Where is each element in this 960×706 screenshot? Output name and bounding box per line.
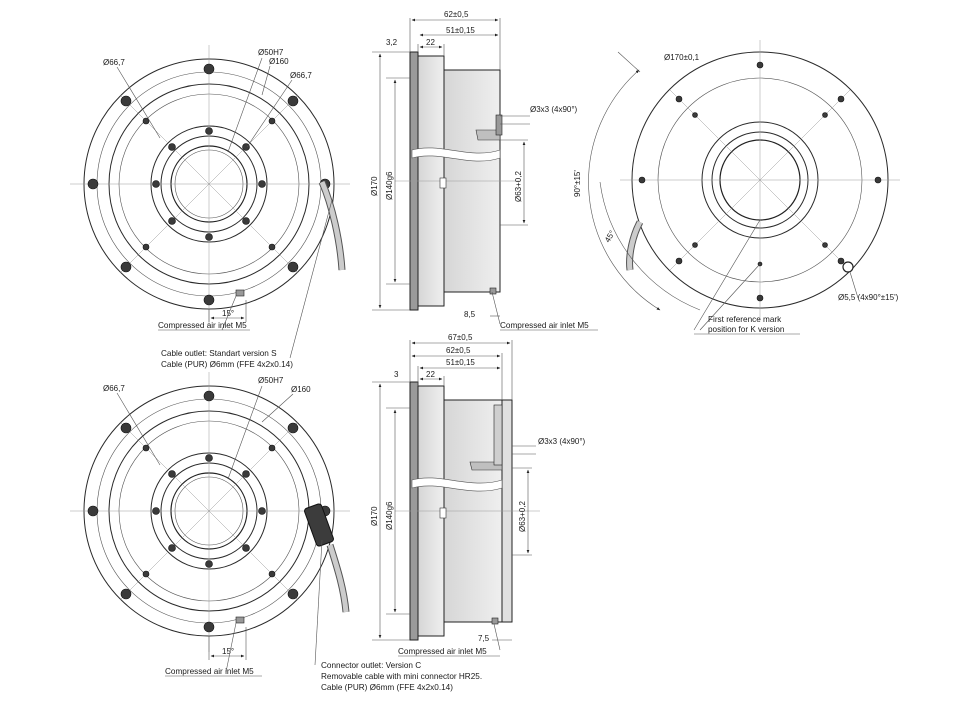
bottom-d50h7-label: Ø50H7 <box>258 376 284 385</box>
d50h7-label: Ø50H7 <box>258 48 284 57</box>
connector-note-line3: Cable (PUR) Ø6mm (FFE 4x2x0.14) <box>321 683 453 692</box>
dim-d63: Ø63+0,2 <box>514 171 523 202</box>
d66-7-right-label: Ø66,7 <box>290 71 312 80</box>
bottom-angle-15-label: 15° <box>222 647 234 656</box>
rear-ang-90-label: 90°±15' <box>573 170 582 197</box>
b-dim-67: 67±0,5 <box>448 333 473 342</box>
dim-3-2: 3,2 <box>386 38 398 47</box>
bottom-inner-bolt-holes <box>152 454 266 568</box>
bottom-d66-7-label: Ø66,7 <box>103 384 125 393</box>
top-front-view: 15° Compressed air inlet M5 Ø66,7 Ø50H7 … <box>70 45 350 331</box>
bottom-front-view: 15° Compressed air inlet M5 Ø66,7 Ø50H7 … <box>70 372 350 677</box>
mid-bolt-holes <box>142 117 276 251</box>
d160-label: Ø160 <box>269 57 289 66</box>
cable-outlet-note: Cable outlet: Standart version S Cable (… <box>161 199 333 369</box>
bottom-mid-bolt-holes <box>142 444 276 578</box>
rear-d5-5-label: Ø5,5 (4x90°±15') <box>838 293 899 302</box>
rear-ref-line1: First reference mark <box>708 315 782 324</box>
angle-15-label: 15° <box>222 309 234 318</box>
outer-bolt-holes <box>87 63 331 306</box>
dim-22: 22 <box>426 38 435 47</box>
dim-d170: Ø170 <box>370 176 379 196</box>
b-dim-62: 62±0,5 <box>446 346 471 355</box>
b-dim-d3x3: Ø3x3 (4x90°) <box>538 437 586 446</box>
b-dim-51: 51±0,15 <box>446 358 475 367</box>
b-dim-d170: Ø170 <box>370 506 379 526</box>
d66-7-left-label: Ø66,7 <box>103 58 125 67</box>
b-dim-7-5: 7,5 <box>478 634 490 643</box>
b-dim-d63: Ø63+0,2 <box>518 501 527 532</box>
mini-connector-hr25 <box>304 503 350 613</box>
side-air-inlet-label: Compressed air inlet M5 <box>500 321 589 330</box>
connector-outlet-note: Connector outlet: Version C Removable ca… <box>314 539 482 692</box>
b-dim-3: 3 <box>394 370 399 379</box>
cable-note-line2: Cable (PUR) Ø6mm (FFE 4x2x0.14) <box>161 360 293 369</box>
dim-d140: Ø140g6 <box>385 171 394 200</box>
b-dim-d140: Ø140g6 <box>385 501 394 530</box>
bottom-air-inlet-label: Compressed air inlet M5 <box>165 667 254 676</box>
dim-8-5: 8,5 <box>464 310 476 319</box>
dim-d3x3: Ø3x3 (4x90°) <box>530 105 578 114</box>
rear-view: Ø170±0,1 90°±15' 45° Ø5,5 (4x90°±15') Fi… <box>573 40 900 335</box>
bottom-d160-label: Ø160 <box>291 385 311 394</box>
air-inlet-label: Compressed air inlet M5 <box>158 321 247 330</box>
cable-note-line1: Cable outlet: Standart version S <box>161 349 277 358</box>
inner-bolt-holes <box>152 127 266 241</box>
connector-note-line2: Removable cable with mini connector HR25… <box>321 672 482 681</box>
rear-ref-line2: position for K version <box>708 325 785 334</box>
b-air-inlet-label: Compressed air inlet M5 <box>398 647 487 656</box>
bottom-side-view: 67±0,5 62±0,5 51±0,15 22 3 Ø170 Ø140g6 Ø… <box>370 333 586 657</box>
dim-62: 62±0,5 <box>444 10 469 19</box>
dim-51: 51±0,15 <box>446 26 475 35</box>
top-side-view: 62±0,5 51±0,15 22 3,2 Ø170 Ø140g6 Ø63+0,… <box>370 10 598 331</box>
rear-d170-label: Ø170±0,1 <box>664 53 700 62</box>
b-dim-22: 22 <box>426 370 435 379</box>
connector-note-line1: Connector outlet: Version C <box>321 661 421 670</box>
